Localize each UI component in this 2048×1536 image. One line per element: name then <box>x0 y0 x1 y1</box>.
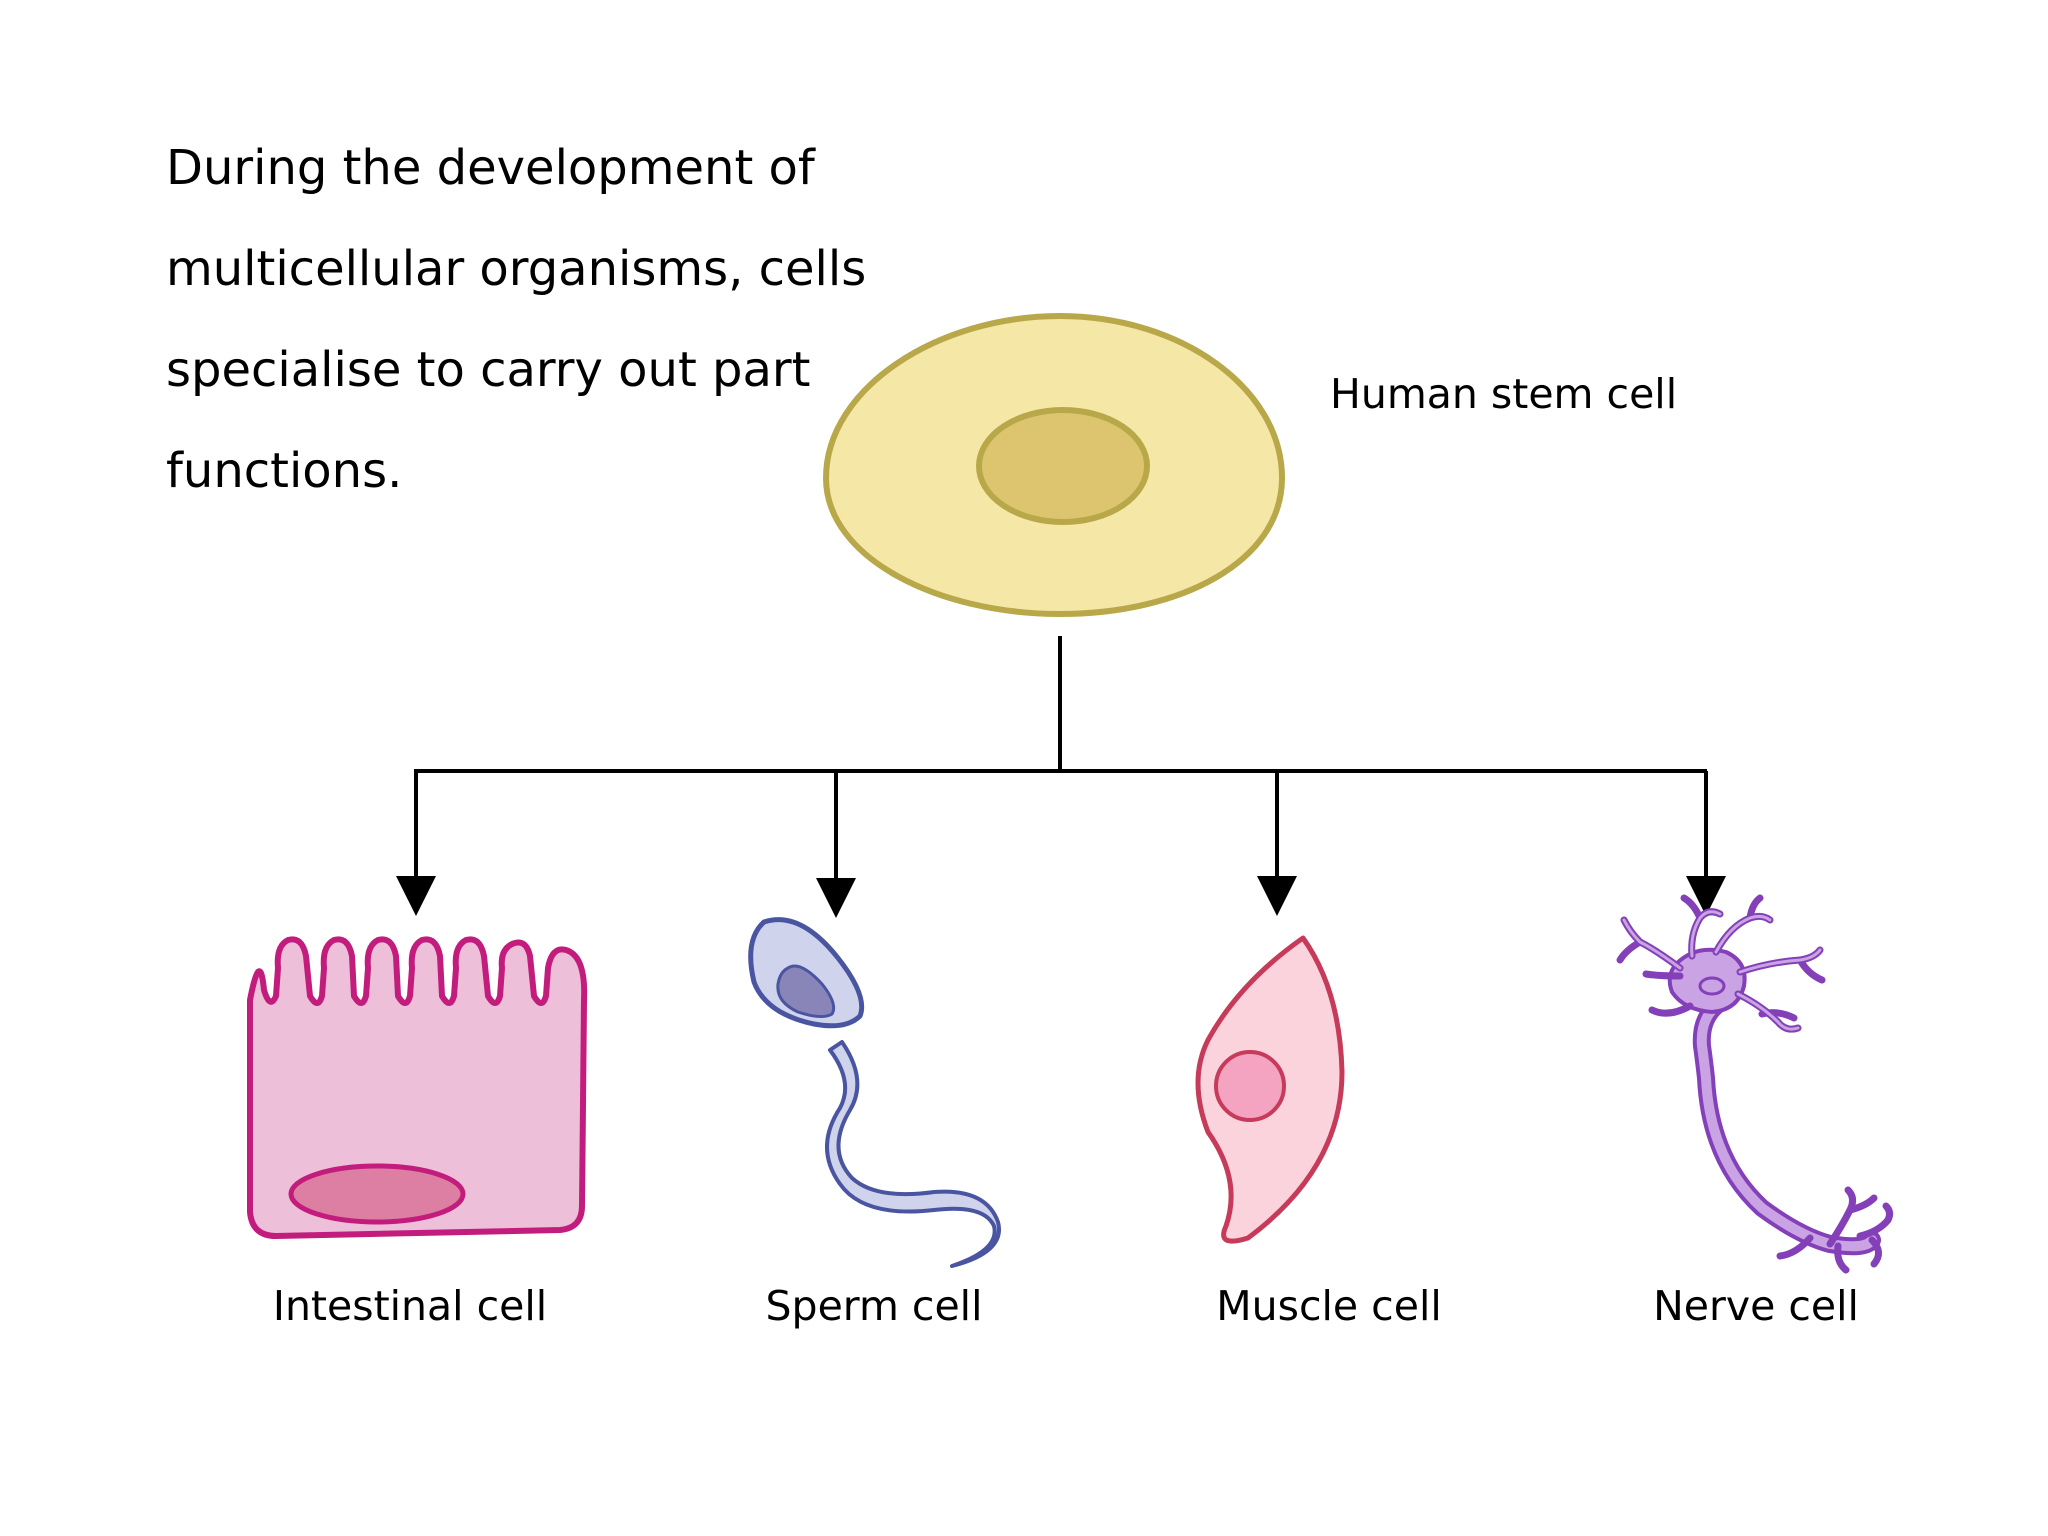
nerve-cell-nucleus <box>1698 976 1726 996</box>
intestinal-cell-nucleus <box>288 1163 466 1225</box>
intestinal-cell-illustration <box>247 936 588 1239</box>
sperm-cell-nucleus <box>776 964 836 1019</box>
stem-cell-nucleus <box>976 407 1150 525</box>
muscle-cell-illustration <box>1195 935 1345 1244</box>
sperm-cell-illustration <box>748 917 1002 1268</box>
stem-cell-label: Human stem cell <box>1330 370 1678 418</box>
intro-line: multicellular organisms, cells <box>166 241 867 297</box>
stem-cell-illustration <box>822 312 1286 618</box>
sperm-cell-tail <box>825 1040 1002 1268</box>
muscle-cell-label: Muscle cell <box>1216 1282 1442 1330</box>
branch-connectors <box>396 636 1726 918</box>
nerve-cell-axon-terminals <box>1776 1186 1894 1274</box>
intro-line: specialise to carry out part <box>166 342 811 398</box>
nerve-cell-label: Nerve cell <box>1653 1282 1859 1330</box>
intro-line: functions. <box>166 443 403 499</box>
intro-text: During the development of multicellular … <box>166 118 866 522</box>
intestinal-cell-body <box>247 936 588 1239</box>
nerve-cell-illustration <box>1616 894 1894 1274</box>
muscle-cell-nucleus <box>1214 1050 1286 1122</box>
intestinal-cell-label: Intestinal cell <box>272 1282 548 1330</box>
nerve-cell-dendrites-fill <box>1622 910 1822 1031</box>
intro-line: During the development of <box>166 140 815 196</box>
sperm-cell-label: Sperm cell <box>765 1282 983 1330</box>
